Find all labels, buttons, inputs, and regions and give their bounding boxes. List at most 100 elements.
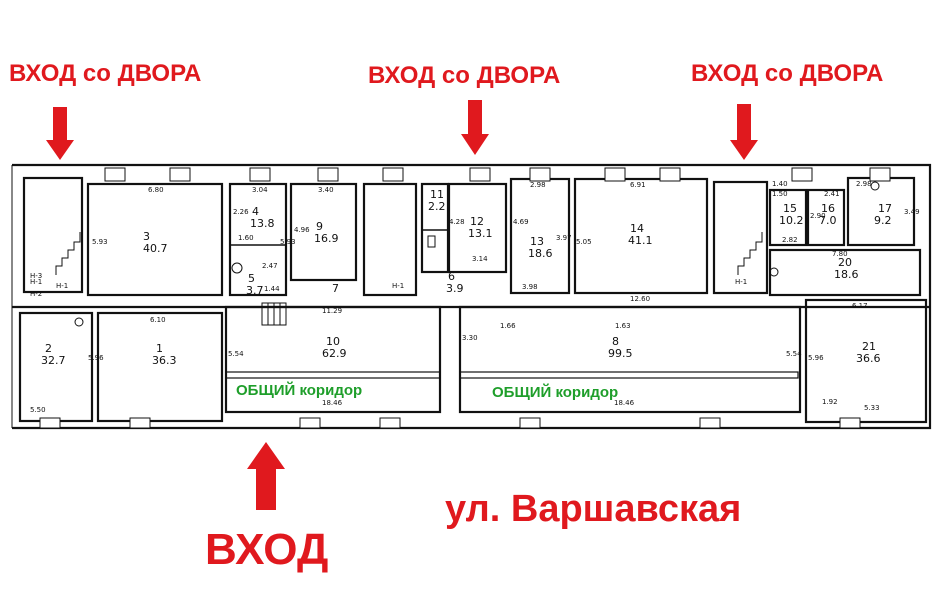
room-number: 7 bbox=[332, 282, 339, 295]
windows bbox=[39, 167, 891, 429]
dimension-label: 3.97 bbox=[556, 234, 572, 242]
common-corridor-label: ОБЩИЙ коридор bbox=[236, 382, 363, 399]
room-area: 9.2 bbox=[874, 214, 892, 227]
dimension-label: 5.05 bbox=[576, 238, 592, 246]
marker-label: Н-2 bbox=[30, 290, 42, 298]
room-number: 11 bbox=[430, 188, 444, 201]
room-labels: 3 40.7 4 13.8 9 16.9 12 13.1 13 18.6 14 … bbox=[41, 188, 892, 367]
yard-entrance-label: ВХОД со ДВОРА bbox=[368, 62, 561, 89]
dimension-label: 1.50 bbox=[772, 190, 788, 198]
marker-label: Н-1 bbox=[735, 278, 747, 286]
arrow-down-icon bbox=[461, 100, 489, 155]
dimension-label: 7.80 bbox=[832, 250, 848, 258]
yard-entrance-label: ВХОД со ДВОРА bbox=[691, 60, 884, 87]
dimension-label: 6.17 bbox=[852, 302, 868, 310]
room-number: 12 bbox=[470, 215, 484, 228]
room-number: 8 bbox=[612, 335, 619, 348]
dimension-label: 2.82 bbox=[782, 236, 798, 244]
street-name-label: ул. Варшавская bbox=[445, 488, 742, 530]
dimension-label: 1.92 bbox=[822, 398, 838, 406]
marker-labels: Н-1 Н-1 Н-1 Н-1 Н-3 Н-2 bbox=[30, 272, 747, 298]
dimension-label: 3.14 bbox=[472, 255, 488, 263]
room-area: 62.9 bbox=[322, 347, 347, 360]
room-number: 9 bbox=[316, 220, 323, 233]
room-number: 21 bbox=[862, 340, 876, 353]
main-entrance-label: ВХОД bbox=[205, 525, 329, 574]
room-number: 3 bbox=[143, 230, 150, 243]
dimension-label: 18.46 bbox=[322, 399, 343, 407]
room-area: 13.1 bbox=[468, 227, 493, 240]
dimension-label: 1.44 bbox=[264, 285, 280, 293]
dimension-label: 5.96 bbox=[808, 354, 824, 362]
dimension-label: 3.40 bbox=[318, 186, 334, 194]
room-area: 36.6 bbox=[856, 352, 881, 365]
room-area: 40.7 bbox=[143, 242, 168, 255]
stairs bbox=[55, 232, 763, 326]
dimension-label: 5.33 bbox=[864, 404, 880, 412]
arrow-down-icon bbox=[46, 107, 74, 160]
dimension-label: 5.96 bbox=[88, 354, 104, 362]
corridor-frames bbox=[225, 371, 799, 379]
room-area: 18.6 bbox=[834, 268, 859, 281]
marker-label: Н-1 bbox=[392, 282, 404, 290]
dimension-label: 6.10 bbox=[150, 316, 166, 324]
room-area: 7.0 bbox=[819, 214, 837, 227]
room-area: 36.3 bbox=[152, 354, 177, 367]
dimension-label: 1.66 bbox=[500, 322, 516, 330]
room-number: 2 bbox=[45, 342, 52, 355]
common-corridor-label: ОБЩИЙ коридор bbox=[492, 384, 619, 401]
dimension-label: 1.63 bbox=[615, 322, 631, 330]
room-number: 15 bbox=[783, 202, 797, 215]
room-area: 3.7 bbox=[246, 284, 264, 297]
room-area: 10.2 bbox=[779, 214, 804, 227]
dimension-label: 3.49 bbox=[904, 208, 920, 216]
dimension-label: 5.54 bbox=[786, 350, 802, 358]
dimension-label: 5.54 bbox=[228, 350, 244, 358]
dimension-label: 4.96 bbox=[294, 226, 310, 234]
dimension-label: 1.60 bbox=[238, 234, 254, 242]
dimension-label: 18.46 bbox=[614, 399, 635, 407]
dimension-label: 2.98 bbox=[530, 181, 546, 189]
room-number: 16 bbox=[821, 202, 835, 215]
room-number: 5 bbox=[248, 272, 255, 285]
dimension-label: 3.98 bbox=[522, 283, 538, 291]
room-number: 20 bbox=[838, 256, 852, 269]
room-area: 41.1 bbox=[628, 234, 653, 247]
dimension-label: 4.69 bbox=[513, 218, 529, 226]
marker-label: Н-1 bbox=[56, 282, 68, 290]
room-number: 10 bbox=[326, 335, 340, 348]
room-number: 1 bbox=[156, 342, 163, 355]
room-number: 6 bbox=[448, 270, 455, 283]
room-area: 32.7 bbox=[41, 354, 66, 367]
dimension-label: 4.28 bbox=[449, 218, 465, 226]
dimension-label: 6.91 bbox=[630, 181, 646, 189]
arrow-up-icon bbox=[247, 442, 285, 510]
room-area: 16.9 bbox=[314, 232, 339, 245]
room-area: 18.6 bbox=[528, 247, 553, 260]
dimension-label: 2.98 bbox=[856, 180, 872, 188]
marker-label: Н-3 bbox=[30, 272, 42, 280]
dimension-label: 2.41 bbox=[824, 190, 840, 198]
dimension-label: 11.29 bbox=[322, 307, 342, 315]
room-number: 13 bbox=[530, 235, 544, 248]
room-area: 2.2 bbox=[428, 200, 446, 213]
room-number: 17 bbox=[878, 202, 892, 215]
entrance-arrows bbox=[46, 100, 758, 510]
dimension-label: 3.04 bbox=[252, 186, 268, 194]
dimension-label: 6.80 bbox=[148, 186, 164, 194]
dimension-label: 12.60 bbox=[630, 295, 650, 303]
room-number: 14 bbox=[630, 222, 644, 235]
room-area: 13.8 bbox=[250, 217, 275, 230]
dimension-label: 1.40 bbox=[772, 180, 788, 188]
room-number: 4 bbox=[252, 205, 259, 218]
dimension-label: 3.30 bbox=[462, 334, 478, 342]
dimension-label: 5.93 bbox=[280, 238, 296, 246]
dimension-label: 2.47 bbox=[262, 262, 278, 270]
marker-label: Н-1 bbox=[30, 278, 42, 286]
dimension-label: 2.90 bbox=[810, 212, 826, 220]
dimension-label: 5.50 bbox=[30, 406, 46, 414]
arrow-down-icon bbox=[730, 104, 758, 160]
yard-entrance-label: ВХОД со ДВОРА bbox=[9, 60, 202, 87]
dimension-labels: 6.80 3.04 3.40 2.98 6.91 5.93 5.93 4.96 … bbox=[30, 180, 920, 414]
